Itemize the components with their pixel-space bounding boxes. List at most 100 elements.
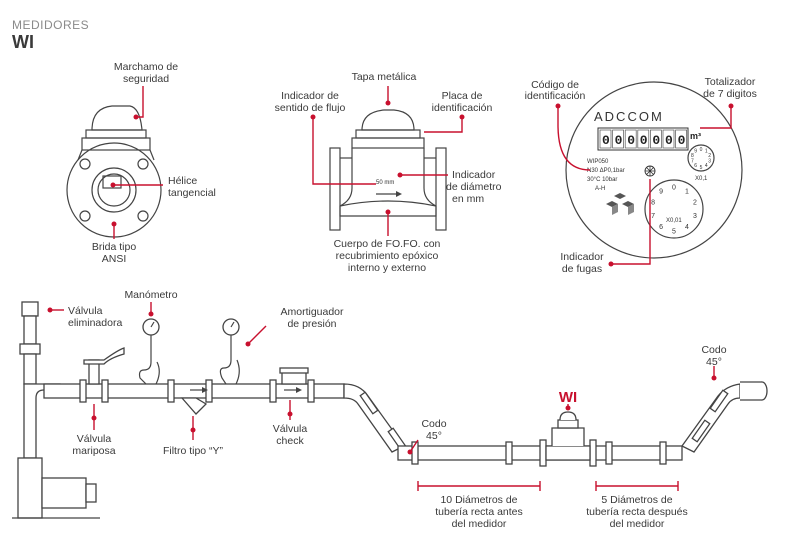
main-dial-scale-number: 0 bbox=[672, 184, 676, 191]
totalizer-digit: 0 bbox=[627, 133, 635, 148]
spec-line-1: WIP050 bbox=[587, 159, 609, 165]
damper-label-line1: Amortiguador bbox=[280, 306, 344, 318]
downstream-label-line2: tubería recta después bbox=[586, 506, 688, 518]
main-dial-scale-number: 9 bbox=[659, 189, 663, 196]
totalizer-label-line1: Totalizador bbox=[705, 76, 756, 88]
meter-tag: WI bbox=[559, 389, 577, 406]
brand-cube-icon bbox=[606, 193, 634, 215]
totalizer-digit: 0 bbox=[652, 133, 660, 148]
sub-dial-scale-number: 8 bbox=[691, 153, 694, 159]
totalizer-digit-box bbox=[599, 129, 612, 149]
body-label-line3: interno y externo bbox=[348, 262, 426, 274]
spec-line-3: 30°C 10bar bbox=[587, 177, 617, 183]
diameter-label-line3: en mm bbox=[452, 193, 484, 205]
butterfly-label-line2: mariposa bbox=[72, 445, 115, 457]
main-dial-scale-number: 8 bbox=[651, 200, 655, 207]
manometer-label: Manómetro bbox=[124, 289, 177, 301]
totalizer-digit-box bbox=[612, 129, 624, 149]
totalizer-digit-box bbox=[637, 129, 650, 149]
leak-label-line1: Indicador bbox=[560, 251, 604, 263]
diameter-label-line1: Indicador bbox=[452, 169, 496, 181]
flow-direction-label-line2: sentido de flujo bbox=[275, 102, 346, 114]
air-valve-label-line2: eliminadora bbox=[68, 317, 122, 329]
body-label-line1: Cuerpo de FO.FO. con bbox=[334, 238, 441, 250]
leak-label-line2: de fugas bbox=[562, 263, 602, 275]
nameplate-label-line1: Placa de bbox=[442, 90, 483, 102]
sub-dial-scale-number: 1 bbox=[705, 149, 708, 155]
elbow-b-label-line1: Codo bbox=[701, 344, 726, 356]
totalizer-digit: 0 bbox=[640, 133, 648, 148]
totalizer-unit: m³ bbox=[690, 131, 701, 141]
sub-dial-scale-number: 4 bbox=[705, 163, 708, 169]
flow-direction-label-line1: Indicador de bbox=[281, 90, 339, 102]
impeller-label-line1: Hélice bbox=[168, 175, 197, 187]
upstream-label-line1: 10 Diámetros de bbox=[440, 494, 517, 506]
totalizer-digit: 0 bbox=[665, 133, 673, 148]
downstream-label-line3: del medidor bbox=[610, 518, 665, 530]
main-dial-scale-number: 2 bbox=[693, 200, 697, 207]
nameplate-label-line2: identificación bbox=[432, 102, 493, 114]
model-title: WI bbox=[12, 32, 34, 52]
check-valve-label-line1: Válvula bbox=[273, 423, 308, 435]
downstream-label-line1: 5 Diámetros de bbox=[601, 494, 672, 506]
pump bbox=[17, 457, 43, 519]
sub-dial-scale-number: 3 bbox=[708, 159, 711, 165]
totalizer-digit-box bbox=[662, 129, 675, 149]
id-code-label-line1: Código de bbox=[531, 79, 579, 91]
elbow-a-label-line1: Codo bbox=[421, 418, 446, 430]
installation-diagram bbox=[12, 301, 768, 519]
main-dial-scale-number: 1 bbox=[685, 189, 689, 196]
main-dial-scale: 0 12 34 5 67 89 bbox=[651, 184, 697, 235]
plate-diameter-text: 50 mm bbox=[376, 180, 394, 186]
main-dial-scale-number: 7 bbox=[651, 213, 655, 220]
meter-side-view bbox=[66, 86, 163, 239]
butterfly-label-line1: Válvula bbox=[77, 433, 112, 445]
sub-dial-multiplier: X0,1 bbox=[695, 176, 708, 182]
totalizer-digit: 0 bbox=[678, 133, 686, 148]
y-filter-label: Filtro tipo “Y” bbox=[163, 445, 224, 457]
section-title: MEDIDORES bbox=[12, 18, 89, 32]
totalizer-digit: 0 bbox=[602, 133, 610, 148]
upstream-label-line2: tubería recta antes bbox=[435, 506, 523, 518]
leak-indicator-star-icon bbox=[644, 165, 656, 177]
totalizer-digit-box bbox=[624, 129, 637, 149]
air-valve bbox=[21, 301, 39, 317]
totalizer-digit-box bbox=[675, 129, 687, 149]
main-dial-scale-number: 6 bbox=[659, 224, 663, 231]
damper-label-line2: de presión bbox=[287, 318, 336, 330]
main-dial-scale-number: 3 bbox=[693, 213, 697, 220]
spec-line-2: N30 ΔP0,1bar bbox=[587, 168, 625, 174]
totalizer-label-line2: de 7 digitos bbox=[703, 88, 757, 100]
upstream-label-line3: del medidor bbox=[452, 518, 507, 530]
cover-label: Tapa metálica bbox=[352, 71, 417, 83]
body-label-line2: recubrimiento epóxico bbox=[336, 250, 439, 262]
sub-dial-scale-number: 2 bbox=[708, 153, 711, 159]
diameter-label-line2: de diámetro bbox=[446, 181, 502, 193]
main-dial-multiplier: X0,01 bbox=[666, 218, 682, 224]
sub-dial-scale-number: 5 bbox=[700, 165, 703, 171]
check-valve bbox=[281, 371, 307, 385]
sub-dial-scale-number: 7 bbox=[691, 159, 694, 165]
meter-front-view: 50 mm bbox=[310, 86, 465, 236]
dial-brand-logo: ADCCOM bbox=[594, 109, 664, 124]
main-dial-scale-number: 4 bbox=[685, 224, 689, 231]
totalizer-digit-box bbox=[650, 129, 662, 149]
elbow-b-label-line2: 45° bbox=[706, 356, 722, 368]
sub-dial-scale-number: 6 bbox=[694, 163, 697, 169]
impeller-label-line2: tangencial bbox=[168, 187, 216, 199]
main-dial-scale-number: 5 bbox=[672, 228, 676, 235]
totalizer-digit: 0 bbox=[615, 133, 623, 148]
flange-label-line1: Brida tipo bbox=[92, 241, 137, 253]
y-filter bbox=[180, 397, 208, 415]
spec-line-4: A-H bbox=[595, 186, 605, 192]
check-valve-label-line2: check bbox=[276, 435, 304, 447]
sub-dial-scale-number: 9 bbox=[694, 149, 697, 155]
elbow-a-label-line2: 45° bbox=[426, 430, 442, 442]
seal-label-line2: seguridad bbox=[123, 73, 169, 85]
sub-dial-scale-number: 0 bbox=[700, 147, 703, 153]
flange-label-line2: ANSI bbox=[102, 253, 127, 265]
